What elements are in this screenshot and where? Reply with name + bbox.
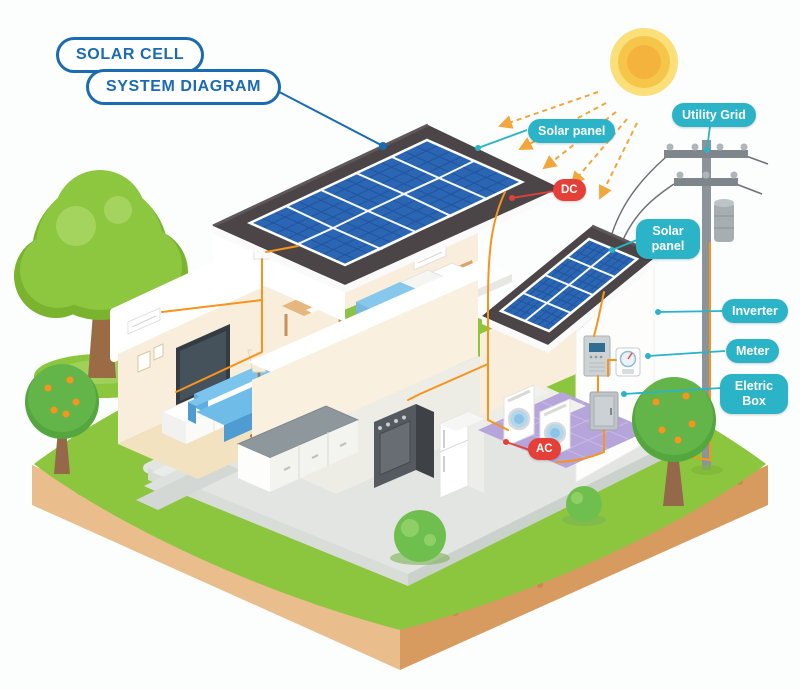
label-ac: AC [528,438,561,460]
transformer [714,199,734,242]
tree-small-right [632,377,716,506]
label-electric-box: Eletric Box [720,374,788,414]
solar-array-secondary [498,237,640,333]
wiring [161,191,617,463]
title-line-1: SOLAR CELL [56,37,205,73]
wire-dc-main [487,191,506,421]
tree-large [14,170,188,378]
label-dc: DC [553,179,586,201]
solar-array-main [246,138,526,267]
floor-slab [248,260,512,376]
crossarm-bottom [674,178,738,186]
picture-frames [137,343,164,373]
wire-box-out [555,429,605,463]
roof-trim-front [548,255,658,353]
roof-trim-left [482,316,548,353]
secondary-roof [482,224,659,353]
wire-meter-link [607,359,617,377]
power-line-4 [735,183,763,195]
utility-pole [609,140,769,475]
wire-panels-to-junction [265,245,299,253]
title-line-2: SYSTEM DIAGRAM [86,69,282,105]
power-line-1 [609,156,667,241]
stove [374,404,434,488]
sun [610,28,678,96]
solar-array-outer-frame [246,138,526,267]
wire-to-stove [407,363,489,401]
power-line-3 [745,155,769,165]
power-line-2 [621,183,675,243]
leader-ac [505,441,531,451]
inverter-device [583,335,611,377]
gable-wall-band [214,230,345,322]
crossarm-top [664,150,748,158]
leader-lines [263,83,726,451]
bush-center [390,510,450,565]
wire-roof2-to-inverter [593,291,605,337]
leader-dc [511,190,556,199]
trunk [54,430,70,474]
pole-base-shadow [691,465,723,475]
pole [702,140,711,470]
kitchen-island [236,405,360,492]
leader-electric-box [623,387,722,395]
fruits [652,392,696,444]
washing-machine [503,384,550,448]
air-conditioner-living [127,307,161,335]
kitchen-back-wall [252,280,478,456]
leader-inverter [657,310,724,313]
meter-device [615,347,641,377]
trunk [663,452,684,506]
label-solar-panel-right: Solar panel [636,219,700,259]
fruits [44,376,80,418]
roof-trim-front [345,188,560,293]
wire-to-living-ac [161,299,263,313]
electric-box-device [589,391,619,431]
leader-utility-grid [706,125,711,151]
solar-array-outer-frame [498,237,640,333]
tree-small-left [25,364,99,474]
leader-solar-panel-top [477,129,528,149]
main-roof [212,123,560,322]
wire-to-washer [487,419,509,431]
label-meter: Meter [726,339,780,363]
label-solar-panel-top: Solar panel [528,119,616,143]
fridge [439,411,484,499]
leader-meter [647,350,726,357]
label-utility-grid: Utility Grid [672,103,756,127]
wire-junction-down [175,258,263,393]
insulators [666,143,748,179]
roof-trim-left [213,226,345,293]
bush-right [562,486,606,526]
leader-solar-panel-right [611,239,638,251]
leader-title [263,83,384,147]
label-inverter: Inverter [722,299,788,323]
ridge-highlight [212,123,429,228]
